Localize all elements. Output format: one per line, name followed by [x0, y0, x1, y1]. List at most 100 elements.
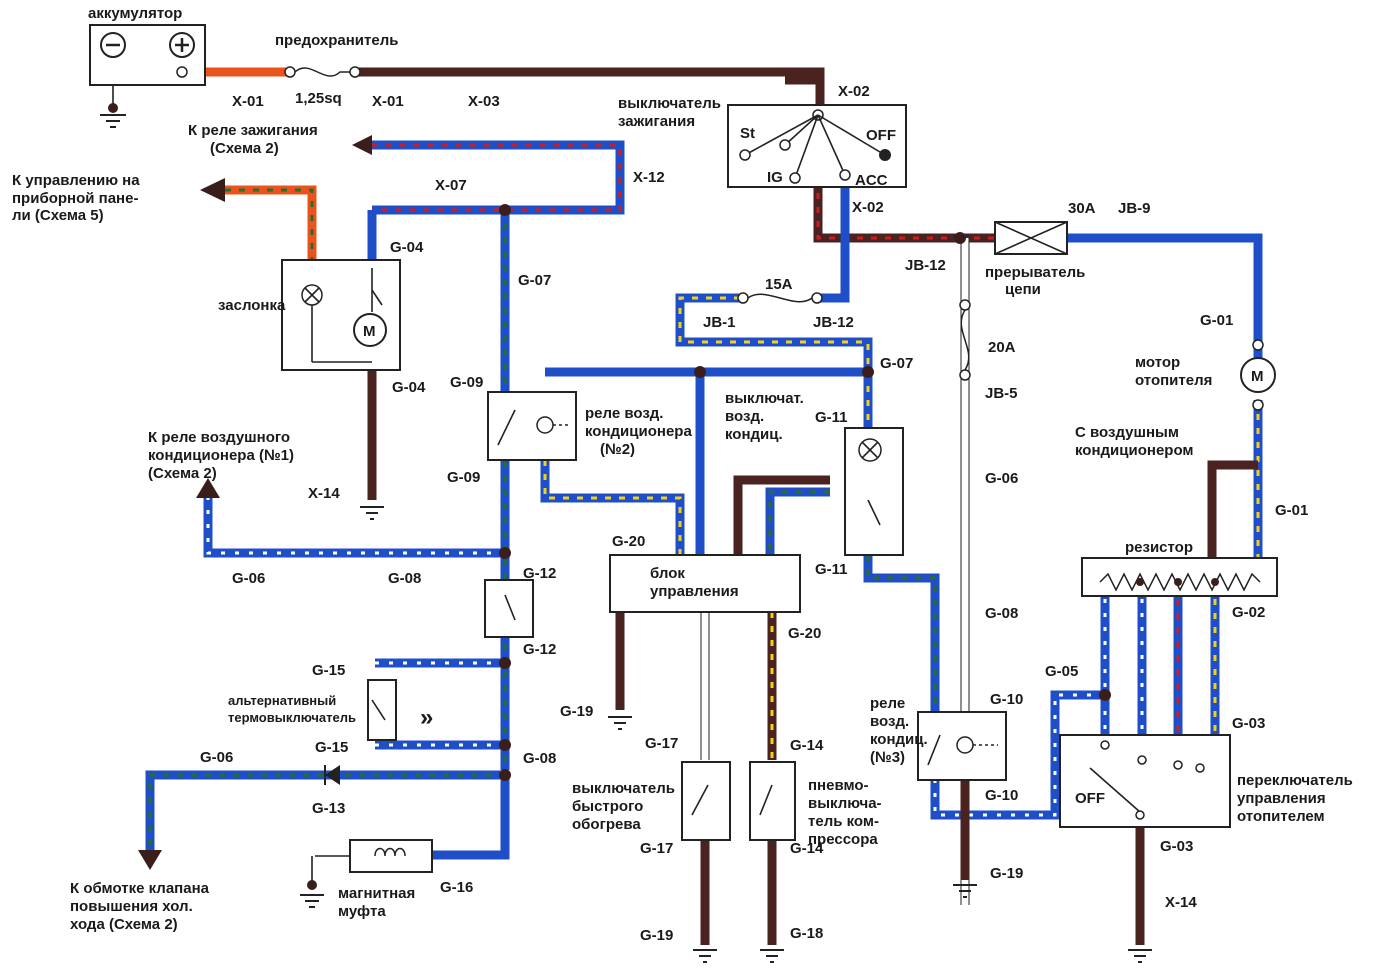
svg-text:G-10: G-10: [985, 787, 1018, 804]
svg-text:G-19: G-19: [560, 703, 593, 720]
svg-text:G-19: G-19: [990, 865, 1023, 882]
wire-panel: [225, 185, 317, 260]
svg-text:цепи: цепи: [1005, 281, 1041, 298]
svg-text:OFF: OFF: [866, 127, 896, 144]
svg-text:приборной пане-: приборной пане-: [12, 190, 138, 207]
svg-text:G-17: G-17: [640, 840, 673, 857]
svg-text:X-03: X-03: [468, 93, 500, 110]
svg-text:заслонка: заслонка: [218, 297, 286, 314]
svg-text:кондиционера: кондиционера: [585, 423, 692, 440]
heater-control-switch: [1059, 734, 1231, 828]
svg-text:кондиционера (№1): кондиционера (№1): [148, 447, 294, 464]
control-unit: [609, 554, 801, 613]
ground-icon: [953, 884, 977, 898]
svg-text:повышения хол.: повышения хол.: [70, 898, 193, 915]
svg-text:G-18: G-18: [790, 925, 823, 942]
svg-text:St: St: [740, 125, 755, 142]
svg-text:G-14: G-14: [790, 840, 824, 857]
svg-text:G-19: G-19: [640, 927, 673, 944]
svg-text:15A: 15A: [765, 276, 793, 293]
svg-text:G-15: G-15: [312, 662, 345, 679]
svg-text:ACC: ACC: [855, 172, 888, 189]
svg-text:возд.: возд.: [725, 408, 764, 425]
svg-text:прессора: прессора: [808, 831, 878, 848]
svg-text:X-01: X-01: [372, 93, 404, 110]
svg-text:X-02: X-02: [838, 83, 870, 100]
diode-g13: [324, 765, 340, 785]
connector-labels: X-01 X-01 X-03 X-02 X-02 X-12 X-07 X-14 …: [200, 83, 1308, 944]
arrow-left-icon: [352, 135, 372, 155]
svg-text:G-06: G-06: [200, 749, 233, 766]
svg-text:JB-12: JB-12: [905, 257, 946, 274]
svg-text:магнитная: магнитная: [338, 885, 415, 902]
circuit-breaker: [994, 221, 1068, 255]
svg-text:X-14: X-14: [308, 485, 340, 502]
svg-text:20A: 20A: [988, 339, 1016, 356]
damper: M: [281, 259, 401, 371]
svg-text:(Схема 2): (Схема 2): [210, 140, 279, 157]
svg-text:G-14: G-14: [790, 737, 824, 754]
battery-label: аккумулятор: [88, 5, 182, 22]
ground-icon: [1128, 949, 1152, 963]
svg-text:G-09: G-09: [450, 374, 483, 391]
svg-text:выключат.: выключат.: [725, 390, 804, 407]
svg-text:реле: реле: [870, 695, 905, 712]
svg-text:мотор: мотор: [1135, 354, 1180, 371]
svg-text:кондиционером: кондиционером: [1075, 442, 1194, 459]
relay-g12: [484, 579, 534, 638]
ignition-label-1: выключатель: [618, 95, 721, 112]
svg-text:G-01: G-01: [1200, 312, 1233, 329]
ground-icon: [693, 949, 717, 963]
fuse-20a: [959, 299, 971, 381]
svg-text:JB-5: JB-5: [985, 385, 1018, 402]
svg-text:(№2): (№2): [600, 441, 635, 458]
svg-text:G-04: G-04: [390, 239, 424, 256]
svg-text:муфта: муфта: [338, 903, 386, 920]
ac-relay-2: [487, 391, 577, 461]
junctions: [499, 204, 1111, 781]
svg-text:блок: блок: [650, 565, 685, 582]
svg-text:OFF: OFF: [1075, 790, 1105, 807]
svg-text:G-06: G-06: [232, 570, 265, 587]
svg-text:отопителем: отопителем: [1237, 808, 1325, 825]
thermo-switch: »: [367, 679, 433, 741]
motor-label: M: [1251, 368, 1264, 385]
ignition-switch: [727, 104, 907, 188]
svg-text:G-20: G-20: [788, 625, 821, 642]
resistor: [1081, 557, 1278, 597]
arrow-down-icon: [138, 850, 162, 870]
wire-fuse-ignition: [355, 67, 825, 105]
svg-text:обогрева: обогрева: [572, 816, 641, 833]
grounds: [360, 506, 1152, 963]
svg-text:резистор: резистор: [1125, 539, 1193, 556]
svg-text:кондиц.: кондиц.: [725, 426, 783, 443]
svg-text:С воздушным: С воздушным: [1075, 424, 1179, 441]
svg-text:30A: 30A: [1068, 200, 1096, 217]
arrows: [138, 135, 372, 870]
svg-text:G-03: G-03: [1160, 838, 1193, 855]
fuse-rating-label: 1,25sq: [295, 90, 342, 107]
svg-text:G-01: G-01: [1275, 502, 1308, 519]
svg-text:переключатель: переключатель: [1237, 772, 1353, 789]
svg-text:IG: IG: [767, 169, 783, 186]
fuse: [284, 66, 361, 78]
battery: [89, 24, 206, 128]
svg-text:G-16: G-16: [440, 879, 473, 896]
svg-text:G-13: G-13: [312, 800, 345, 817]
arrow-left-icon: [200, 178, 225, 202]
ac-switch: [844, 427, 904, 556]
arrow-up-icon: [196, 478, 220, 498]
svg-text:G-12: G-12: [523, 565, 556, 582]
svg-text:G-11: G-11: [815, 561, 848, 578]
svg-text:К управлению на: К управлению на: [12, 172, 140, 189]
svg-text:хода (Схема 2): хода (Схема 2): [70, 916, 178, 933]
fuse-label: предохранитель: [275, 32, 398, 49]
svg-text:отопителя: отопителя: [1135, 372, 1212, 389]
ac-relay-3: [917, 711, 1007, 781]
svg-text:G-02: G-02: [1232, 604, 1265, 621]
svg-text:(№3): (№3): [870, 749, 905, 766]
svg-text:ли (Схема 5): ли (Схема 5): [12, 207, 104, 224]
svg-text:G-08: G-08: [523, 750, 556, 767]
svg-text:G-08: G-08: [388, 570, 421, 587]
